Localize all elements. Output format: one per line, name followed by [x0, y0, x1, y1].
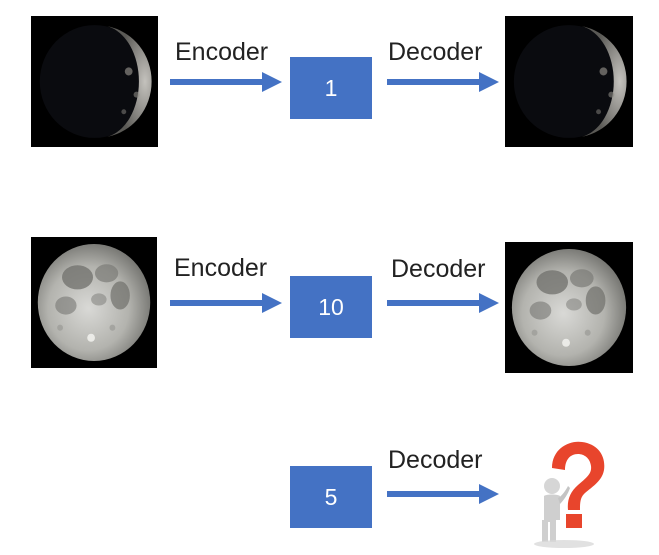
- latent-code-box: 10: [290, 276, 372, 338]
- decoder-label: Decoder: [388, 446, 483, 474]
- encoder-label: Encoder: [175, 38, 269, 66]
- crescent-moon-input-image: [31, 16, 158, 147]
- full-moon-output-image: [505, 242, 633, 373]
- crescent-moon-output-image: [505, 16, 633, 147]
- encoder-arrow: [170, 72, 282, 92]
- decoder-label: Decoder: [388, 38, 483, 66]
- latent-code-box: 1: [290, 57, 372, 119]
- decoder-arrow: [387, 484, 499, 504]
- full-moon-input-image: [31, 237, 157, 368]
- decoder-arrow: [387, 293, 499, 313]
- encoder-label: Encoder: [174, 254, 268, 282]
- latent-code-box: 5: [290, 466, 372, 528]
- encoder-arrow: [170, 293, 282, 313]
- decoder-label: Decoder: [391, 255, 486, 283]
- decoder-arrow: [387, 72, 499, 92]
- question-mark-figure-icon: [530, 438, 610, 550]
